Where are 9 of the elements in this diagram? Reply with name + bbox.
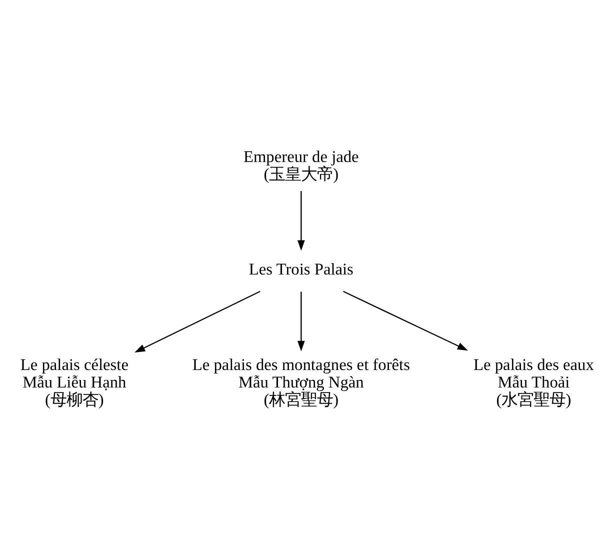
node-text: Le palais des montagnes et forêts Mẫu Thượng Ngàn (林宮聖母) [192,354,410,409]
arrow [297,190,305,251]
arrow [134,290,260,353]
arrow [297,292,305,352]
node-text: Le palais des eaux Mẫu Thoải (水宮聖母) [474,354,594,409]
arrow [343,290,468,351]
node-text: Les Trois Palais [248,260,354,279]
node-text: Le palais céleste Mẫu Liễu Hạnh (母柳杏) [20,354,128,409]
node-text: Empereur de jade (玉皇大帝) [243,146,359,184]
